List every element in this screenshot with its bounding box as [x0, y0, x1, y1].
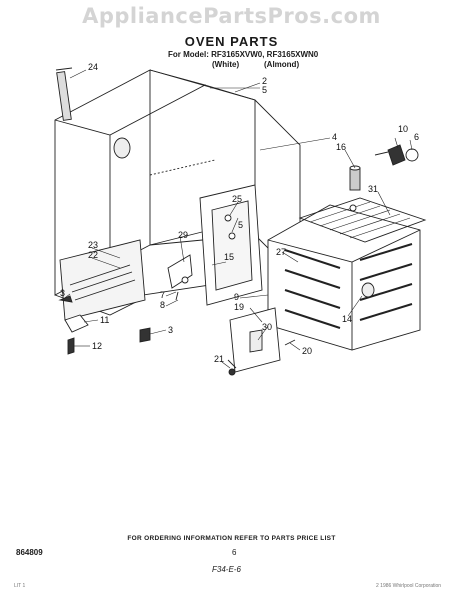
watermark: AppliancePartsPros.com	[82, 4, 381, 28]
tiny-print-right: 2 1986 Whirlpool Corporation	[376, 583, 442, 589]
color-label-white: (White)	[212, 60, 240, 69]
callout-9: 9	[234, 292, 239, 302]
color-label-almond: (Almond)	[264, 60, 300, 69]
callout-5-top: 5	[262, 85, 267, 95]
callout-22: 22	[88, 250, 98, 260]
callout-7: 7	[160, 290, 165, 300]
callout-4: 4	[332, 132, 337, 142]
callout-24: 24	[88, 62, 98, 72]
callout-10: 10	[398, 124, 408, 134]
callout-2: 2	[262, 76, 267, 86]
callout-30: 30	[262, 322, 272, 332]
leader-lines	[61, 69, 413, 369]
callout-19: 19	[234, 302, 244, 312]
callout-16: 16	[336, 142, 346, 152]
callout-27: 27	[276, 247, 286, 257]
callout-20: 20	[302, 346, 312, 356]
callout-8: 8	[160, 300, 165, 310]
revision-stamp: F34-E-6	[212, 565, 241, 574]
callout-3-bottom: 3	[168, 325, 173, 335]
hinge-hardware	[167, 254, 193, 301]
callout-labels: 24 2 5 4 16 10 6 31 25 5 23 22 29 15 27 …	[60, 62, 419, 364]
bracket-part-30	[227, 307, 296, 376]
callout-5-mid: 5	[238, 220, 243, 230]
tiny-print-left: LIT 1	[14, 583, 26, 589]
oven-liner	[267, 197, 427, 351]
page-number: 6	[232, 548, 237, 557]
callout-6: 6	[414, 132, 419, 142]
callout-15: 15	[224, 252, 234, 262]
callout-21: 21	[214, 354, 224, 364]
callout-3-left: 3	[60, 288, 65, 298]
vent-tube-part	[55, 67, 73, 121]
diagram-title: OVEN PARTS	[184, 34, 279, 49]
document-code: 864809	[16, 548, 43, 557]
ordering-note: FOR ORDERING INFORMATION REFER TO PARTS …	[127, 535, 336, 542]
oven-front-frame	[199, 184, 263, 306]
callout-29: 29	[178, 230, 188, 240]
callout-31: 31	[368, 184, 378, 194]
part-16-cylinder	[349, 165, 361, 191]
callout-11: 11	[100, 315, 109, 325]
callout-14: 14	[342, 314, 352, 324]
callout-25: 25	[232, 194, 242, 204]
callout-12: 12	[92, 341, 102, 351]
callout-23: 23	[88, 240, 98, 250]
model-line: For Model: RF3165XVW0, RF3165XWN0	[168, 50, 319, 59]
oven-cabinet	[54, 69, 301, 321]
